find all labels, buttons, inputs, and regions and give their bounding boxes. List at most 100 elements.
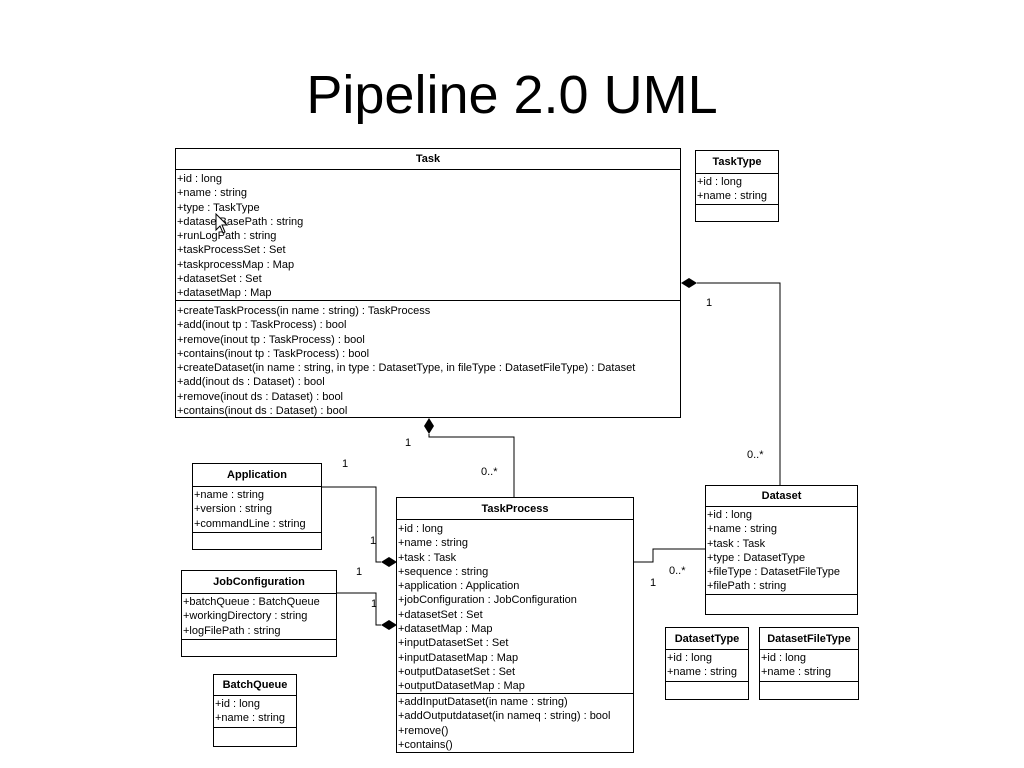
class-name: JobConfiguration: [182, 571, 336, 594]
application-taskprocess-association: [322, 486, 397, 567]
attribute: +version : string: [194, 503, 272, 516]
multiplicity-label: 0..*: [747, 449, 764, 461]
operation: +addOutputdataset(in nameq : string) : b…: [398, 710, 611, 723]
multiplicity-label: 1: [371, 598, 378, 610]
attribute: +name : string: [707, 523, 778, 536]
class-taskprocess[interactable]: TaskProcess +id : long +name : string +t…: [396, 497, 634, 753]
attributes-compartment: +id : long +name : string: [666, 650, 748, 682]
attribute: +datasetSet : Set: [398, 608, 483, 621]
task-taskprocess-association: [424, 418, 515, 497]
operation: +contains(): [398, 738, 453, 751]
attribute: +name : string: [398, 537, 469, 550]
multiplicity-label: 0..*: [669, 565, 686, 577]
attribute: +datasetBasePath : string: [177, 215, 304, 228]
operations-compartment: [760, 682, 858, 683]
class-tasktype[interactable]: TaskType +id : long +name : string: [695, 150, 779, 222]
operation: +createDataset(in name : string, in type…: [177, 362, 636, 375]
class-name: Application: [193, 464, 321, 487]
attribute: +batchQueue : BatchQueue: [183, 596, 320, 608]
attribute: +task : Task: [707, 537, 766, 550]
attribute: +type : TaskType: [177, 201, 260, 214]
attribute: +logFilePath : string: [183, 624, 281, 637]
composition-diamond-icon: [381, 557, 397, 567]
operation: +remove(inout ds : Dataset) : bool: [177, 390, 343, 403]
attribute: +sequence : string: [398, 565, 489, 578]
attribute: +taskProcessSet : Set: [177, 244, 286, 257]
taskprocess-dataset-association: [633, 548, 705, 563]
operation: +remove(inout tp : TaskProcess) : bool: [177, 333, 365, 346]
multiplicity-label: 0..*: [481, 466, 498, 478]
operation: +contains(inout tp : TaskProcess) : bool: [177, 347, 370, 360]
class-datasetfiletype[interactable]: DatasetFileType +id : long +name : strin…: [759, 627, 859, 700]
attribute: +datasetMap : Map: [398, 623, 493, 636]
attribute: +id : long: [697, 176, 742, 188]
attribute: +datasetMap : Map: [177, 287, 272, 300]
attribute: +outputDatasetSet : Set: [398, 665, 516, 678]
operation: +addInputDataset(in name : string): [398, 696, 568, 708]
multiplicity-label: 1: [342, 458, 349, 470]
multiplicity-label: 1: [370, 535, 377, 547]
class-name: Dataset: [706, 486, 857, 507]
attribute: +workingDirectory : string: [183, 610, 308, 623]
operation: +add(inout ds : Dataset) : bool: [177, 376, 325, 389]
multiplicity-label: 1: [356, 566, 363, 578]
attribute: +application : Application: [398, 580, 520, 593]
class-name: BatchQueue: [214, 675, 296, 696]
attribute: +name : string: [697, 190, 768, 203]
class-name: TaskType: [696, 151, 778, 174]
attribute: +id : long: [761, 652, 806, 664]
attribute: +name : string: [215, 712, 286, 725]
class-name: Task: [176, 149, 680, 170]
operations-compartment: [696, 205, 778, 206]
attribute: +task : Task: [398, 551, 457, 564]
class-dataset[interactable]: Dataset +id : long +name : string +task …: [705, 485, 858, 615]
attributes-compartment: +id : long +name : string +task : Task +…: [706, 507, 857, 595]
attributes-compartment: +id : long +name : string +type : TaskTy…: [176, 170, 680, 301]
attributes-compartment: +batchQueue : BatchQueue +workingDirecto…: [182, 594, 336, 640]
attribute: +name : string: [761, 666, 832, 679]
attribute: +taskprocessMap : Map: [177, 258, 295, 271]
multiplicity-label: 1: [650, 577, 657, 589]
class-task[interactable]: Task +id : long +name : string +type : T…: [175, 148, 681, 418]
operations-compartment: [706, 595, 857, 596]
composition-diamond-icon: [681, 278, 697, 288]
attribute: +id : long: [177, 173, 222, 185]
attribute: +id : long: [667, 652, 712, 664]
attributes-compartment: +id : long +name : string: [696, 174, 778, 205]
multiplicity-label: 1: [706, 297, 713, 309]
attribute: +name : string: [177, 187, 248, 200]
attribute: +id : long: [707, 509, 752, 521]
class-batchqueue[interactable]: BatchQueue +id : long +name : string: [213, 674, 297, 747]
class-datasettype[interactable]: DatasetType +id : long +name : string: [665, 627, 749, 700]
attribute: +datasetSet : Set: [177, 273, 262, 286]
slide-title: Pipeline 2.0 UML: [306, 65, 718, 125]
operations-compartment: [193, 533, 321, 534]
mouse-pointer-icon: [215, 213, 229, 234]
class-jobconfiguration[interactable]: JobConfiguration +batchQueue : BatchQueu…: [181, 570, 337, 657]
multiplicity-label: 1: [405, 437, 412, 449]
jobconfig-taskprocess-association: [337, 592, 397, 630]
operation: +contains(inout ds : Dataset) : bool: [177, 405, 348, 418]
attribute: +name : string: [667, 666, 738, 679]
attributes-compartment: +id : long +name : string: [760, 650, 858, 682]
operation: +remove(): [398, 724, 449, 737]
attribute: +jobConfiguration : JobConfiguration: [398, 594, 577, 607]
attributes-compartment: +id : long +name : string: [214, 696, 296, 728]
attribute: +filePath : string: [707, 580, 787, 593]
attributes-compartment: +name : string +version : string +comman…: [193, 487, 321, 533]
composition-diamond-icon: [424, 418, 434, 434]
class-application[interactable]: Application +name : string +version : st…: [192, 463, 322, 550]
attribute: +inputDatasetMap : Map: [398, 651, 519, 664]
operations-compartment: [182, 640, 336, 641]
attribute: +commandLine : string: [194, 517, 306, 530]
operation: +add(inout tp : TaskProcess) : bool: [177, 319, 347, 332]
class-name: DatasetType: [666, 628, 748, 650]
operations-compartment: +addInputDataset(in name : string) +addO…: [397, 694, 633, 752]
attribute: +fileType : DatasetFileType: [707, 566, 840, 579]
task-dataset-association: [681, 278, 781, 485]
operations-compartment: [214, 728, 296, 729]
attribute: +name : string: [194, 489, 265, 501]
operations-compartment: [666, 682, 748, 683]
attribute: +inputDatasetSet : Set: [398, 637, 509, 650]
